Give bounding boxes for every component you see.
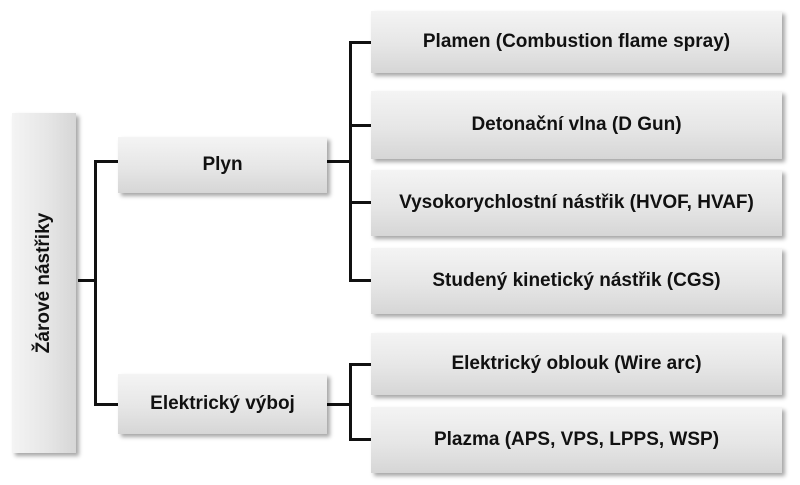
connector-detonacni: [349, 124, 371, 127]
node-cgs: Studený kinetický nástřik (CGS): [371, 248, 782, 314]
node-plazma: Plazma (APS, VPS, LPPS, WSP): [371, 407, 782, 473]
root-connector: [78, 279, 96, 282]
connector-cgs: [349, 279, 371, 282]
root-node-label: Žárové nástřiky: [33, 212, 54, 354]
node-cgs-label: Studený kinetický nástřik (CGS): [432, 270, 721, 291]
node-plamen: Plamen (Combustion flame spray): [371, 11, 782, 73]
connector-plamen: [349, 41, 371, 44]
plyn-out-connector: [327, 160, 351, 163]
node-elektricky-vyboj: Elektrický výboj: [118, 374, 327, 434]
node-hvof: Vysokorychlostní nástřik (HVOF, HVAF): [371, 170, 782, 236]
level1-spine: [94, 160, 97, 405]
node-wire-arc: Elektrický oblouk (Wire arc): [371, 333, 782, 395]
root-node: Žárové nástřiky: [12, 113, 76, 453]
node-hvof-label: Vysokorychlostní nástřik (HVOF, HVAF): [399, 192, 754, 213]
node-plyn: Plyn: [118, 137, 327, 193]
plyn-spine: [349, 41, 352, 281]
connector-wire-arc: [349, 363, 371, 366]
node-elektricky-vyboj-label: Elektrický výboj: [150, 393, 295, 414]
vyboj-spine: [349, 363, 352, 441]
node-wire-arc-label: Elektrický oblouk (Wire arc): [451, 353, 702, 374]
connector-plyn: [94, 160, 118, 163]
node-plyn-label: Plyn: [202, 154, 243, 175]
connector-elektricky-vyboj: [94, 403, 118, 406]
node-detonacni-vlna: Detonační vlna (D Gun): [371, 91, 782, 159]
connector-hvof: [349, 201, 371, 204]
node-plazma-label: Plazma (APS, VPS, LPPS, WSP): [433, 429, 720, 450]
vyboj-out-connector: [327, 403, 351, 406]
node-plamen-label: Plamen (Combustion flame spray): [422, 31, 731, 52]
connector-plazma: [349, 438, 371, 441]
node-detonacni-vlna-label: Detonační vlna (D Gun): [471, 114, 682, 135]
